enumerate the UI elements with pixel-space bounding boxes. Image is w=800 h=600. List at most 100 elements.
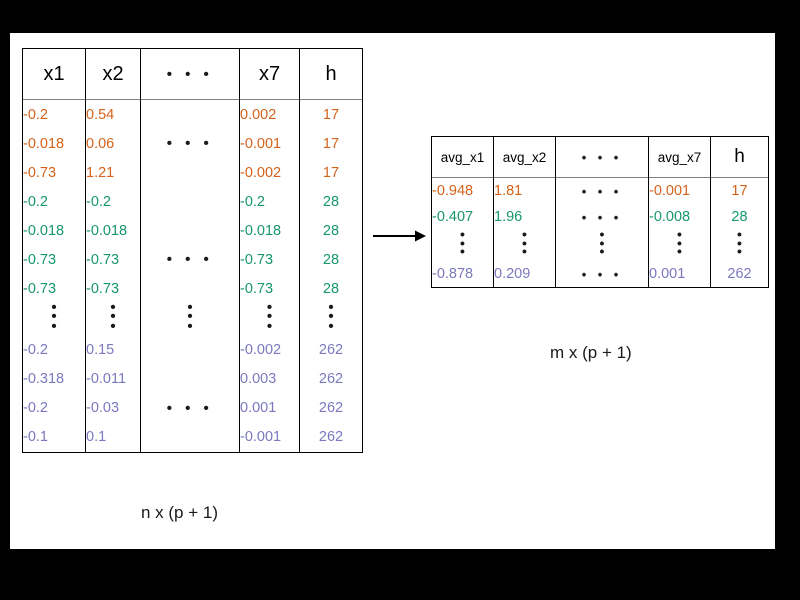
table-cell: -0.03 bbox=[85, 393, 141, 423]
table-cell: -0.73 bbox=[22, 245, 86, 274]
table-cell: 1.21 bbox=[85, 158, 141, 187]
horizontal-ellipsis-cell: • • • bbox=[555, 204, 649, 230]
table-cell: 262 bbox=[299, 422, 363, 453]
vertical-ellipsis-icon: ••• bbox=[522, 226, 527, 260]
table-cell: -0.318 bbox=[22, 364, 86, 394]
table-cell: -0.73 bbox=[239, 245, 300, 274]
table-cell: -0.018 bbox=[22, 129, 86, 158]
table-cell: 17 bbox=[710, 178, 769, 204]
table-cell: 262 bbox=[710, 261, 769, 289]
horizontal-ellipsis-cell: • • • bbox=[140, 245, 240, 274]
table-cell: -0.2 bbox=[22, 100, 86, 129]
vertical-ellipsis-cell: ••• bbox=[493, 226, 556, 262]
table-cell: 17 bbox=[299, 100, 363, 129]
vertical-ellipsis-icon: ••• bbox=[677, 226, 682, 260]
table-cell: -0.73 bbox=[239, 274, 300, 303]
horizontal-ellipsis-cell: • • • bbox=[140, 393, 240, 423]
table-cell: 1.96 bbox=[493, 204, 556, 230]
vertical-ellipsis-cell: ••• bbox=[239, 299, 300, 336]
table-cell: -0.001 bbox=[648, 178, 711, 204]
table-cell: -0.008 bbox=[648, 204, 711, 230]
horizontal-ellipsis-cell bbox=[140, 216, 240, 245]
table-cell: -0.002 bbox=[239, 158, 300, 187]
table-cell: 28 bbox=[299, 245, 363, 274]
right-table-caption: m x (p + 1) bbox=[550, 343, 632, 362]
left-table-caption: n x (p + 1) bbox=[141, 503, 219, 522]
left_table-header-2: • • • bbox=[140, 48, 240, 100]
left_table-header-1: x2 bbox=[85, 48, 141, 100]
table-cell: -0.2 bbox=[239, 187, 300, 216]
vertical-ellipsis-icon: ••• bbox=[51, 299, 57, 335]
table-cell: 28 bbox=[299, 216, 363, 245]
table-cell: 17 bbox=[299, 129, 363, 158]
table-cell: -0.2 bbox=[22, 335, 86, 365]
table-cell: 262 bbox=[299, 393, 363, 423]
table-cell: 28 bbox=[299, 187, 363, 216]
table-cell: -0.407 bbox=[431, 204, 494, 230]
left_table-header-rule bbox=[22, 99, 363, 100]
vertical-ellipsis-icon: ••• bbox=[110, 299, 116, 335]
vertical-ellipsis-icon: ••• bbox=[599, 226, 605, 260]
table-row: ••• ••• ••• ••• ••• bbox=[431, 226, 769, 262]
vertical-ellipsis-icon: ••• bbox=[328, 299, 334, 335]
vertical-ellipsis-icon: ••• bbox=[737, 226, 742, 260]
horizontal-ellipsis-cell bbox=[140, 158, 240, 187]
table-cell: -0.73 bbox=[85, 245, 141, 274]
table-cell: 0.002 bbox=[239, 100, 300, 129]
horizontal-ellipsis-cell: • • • bbox=[555, 261, 649, 289]
vertical-ellipsis-cell: ••• bbox=[22, 299, 86, 336]
table-cell: 0.003 bbox=[239, 364, 300, 394]
table-cell: 0.06 bbox=[85, 129, 141, 158]
table-cell: 0.001 bbox=[648, 261, 711, 289]
table-cell: -0.948 bbox=[431, 178, 494, 204]
right_table-header-1: avg_x2 bbox=[493, 136, 556, 178]
horizontal-ellipsis-cell: • • • bbox=[555, 178, 649, 204]
table-cell: -0.2 bbox=[22, 393, 86, 423]
table-cell: 0.15 bbox=[85, 335, 141, 365]
vertical-ellipsis-cell: ••• bbox=[648, 226, 711, 262]
table-cell: 0.54 bbox=[85, 100, 141, 129]
table-cell: -0.011 bbox=[85, 364, 141, 394]
table-cell: 0.209 bbox=[493, 261, 556, 289]
right_table-header-4: h bbox=[710, 136, 769, 178]
table-cell: 0.001 bbox=[239, 393, 300, 423]
table-cell: -0.2 bbox=[22, 187, 86, 216]
vertical-ellipsis-cell: ••• bbox=[431, 227, 494, 262]
table-cell: -0.018 bbox=[22, 216, 86, 245]
table-cell: 0.1 bbox=[85, 422, 141, 453]
table-cell: -0.001 bbox=[239, 422, 300, 453]
right_table-header-3: avg_x7 bbox=[648, 136, 711, 178]
vertical-ellipsis-cell: ••• bbox=[85, 299, 141, 336]
right_table-header-2: • • • bbox=[555, 136, 649, 178]
table-cell: -0.018 bbox=[239, 216, 300, 245]
table-cell: -0.018 bbox=[85, 216, 141, 245]
table-cell: -0.1 bbox=[22, 422, 86, 453]
table-cell: -0.73 bbox=[22, 274, 86, 303]
table-cell: 262 bbox=[299, 335, 363, 365]
right_table-header-0: avg_x1 bbox=[431, 136, 494, 178]
vertical-ellipsis-cell: ••• bbox=[555, 226, 649, 262]
table-cell: 28 bbox=[710, 204, 769, 230]
table-cell: 1.81 bbox=[493, 178, 556, 204]
left_table-header-3: x7 bbox=[239, 48, 300, 100]
vertical-ellipsis-icon: ••• bbox=[266, 299, 273, 335]
transform-arrow-icon bbox=[373, 229, 427, 243]
vertical-ellipsis-cell: ••• bbox=[299, 299, 363, 336]
table-cell: -0.002 bbox=[239, 335, 300, 365]
horizontal-ellipsis-cell bbox=[140, 364, 240, 394]
